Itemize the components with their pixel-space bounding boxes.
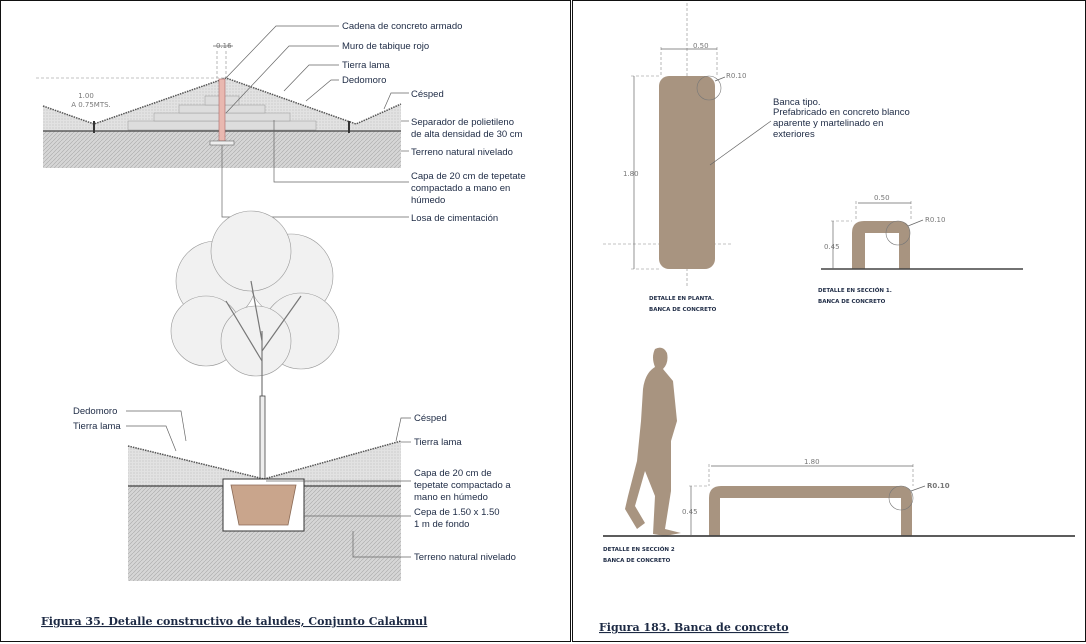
figure-caption: Figura 35. Detalle constructivo de talud… — [41, 615, 427, 628]
dim-radius: R0.10 — [726, 72, 746, 80]
section1-label-1: DETALLE EN SECCIÓN 1. — [818, 287, 892, 294]
talud-labels: Cadena de concreto armado Muro de tabiqu… — [342, 21, 526, 224]
bench-section-1: 0.50 0.45 R0.10 DETALLE EN SECCIÓN 1. BA… — [818, 194, 1023, 305]
label-capa-1: Capa de 20 cm de tepetate — [411, 171, 526, 182]
bench-plan: 0.50 1.80 R0.10 Banca tipo. Prefabricado… — [603, 3, 910, 313]
label-muro: Muro de tabique rojo — [342, 41, 429, 52]
note-1: Banca tipo. — [773, 97, 821, 108]
dim-height: 1.00 — [78, 92, 94, 100]
label-separador-1: Separador de polietileno — [411, 117, 514, 128]
label-cesped: Césped — [414, 413, 447, 424]
label-separador-2: de alta densidad de 30 cm — [411, 129, 523, 140]
label-losa: Losa de cimentación — [411, 213, 498, 224]
tree-section — [127, 210, 402, 581]
label-capa-1: Capa de 20 cm de — [414, 468, 492, 479]
dim-width: 0.50 — [693, 42, 709, 50]
section1-label-2: BANCA DE CONCRETO — [818, 299, 886, 305]
label-tierra-lama-left: Tierra lama — [73, 421, 121, 432]
label-tierra-lama-right: Tierra lama — [414, 437, 462, 448]
label-dedomoro: Dedomoro — [73, 406, 117, 417]
banca-drawing: 0.50 1.80 R0.10 Banca tipo. Prefabricado… — [599, 3, 1075, 634]
bench-section-2: 1.80 0.45 R0.10 DETALLE EN SECCIÓN 2 BAN… — [603, 347, 1075, 564]
label-capa-2: tepetate compactado a — [414, 480, 511, 491]
label-cesped: Césped — [411, 89, 444, 100]
taludes-drawing: 0.16 1.00 A 0.75MTS. Cadena de concreto … — [36, 21, 526, 628]
dim-height-note: A 0.75MTS. — [71, 101, 111, 109]
tree-crown — [170, 210, 340, 377]
note-3: aparente y martelinado en — [773, 118, 883, 129]
tree-labels: Dedomoro Tierra lama Césped Tierra lama … — [73, 406, 516, 563]
figure-35-panel: 0.16 1.00 A 0.75MTS. Cadena de concreto … — [0, 0, 571, 642]
note-4: exteriores — [773, 129, 815, 140]
label-terreno: Terreno natural nivelado — [414, 552, 516, 563]
label-cepa-1: Cepa de 1.50 x 1.50 — [414, 507, 500, 518]
label-dedomoro: Dedomoro — [342, 75, 386, 86]
person-silhouette — [625, 347, 681, 536]
tree-leaders — [126, 410, 411, 558]
label-tierra-lama: Tierra lama — [342, 60, 390, 71]
dim-height: 0.45 — [682, 508, 698, 516]
section2-label-2: BANCA DE CONCRETO — [603, 558, 671, 564]
label-capa-3: húmedo — [411, 195, 445, 206]
talud-leaders — [221, 25, 409, 218]
label-capa-3: mano en húmedo — [414, 492, 488, 503]
plan-label-2: BANCA DE CONCRETO — [649, 307, 717, 313]
label-capa-2: compactado a mano en — [411, 183, 510, 194]
section2-label-1: DETALLE EN SECCIÓN 2 — [603, 546, 675, 553]
note-2: Prefabricado en concreto blanco — [773, 107, 910, 118]
dim-length: 1.80 — [623, 170, 639, 178]
talud-section: 0.16 1.00 A 0.75MTS. — [36, 42, 402, 168]
plan-label-1: DETALLE EN PLANTA. — [649, 296, 714, 302]
label-cadena: Cadena de concreto armado — [342, 21, 462, 32]
figure-183-panel: 0.50 1.80 R0.10 Banca tipo. Prefabricado… — [572, 0, 1086, 642]
dim-radius: R0.10 — [927, 482, 950, 490]
dim-radius: R0.10 — [925, 216, 945, 224]
dim-width: 0.50 — [874, 194, 890, 202]
dim-width: 0.16 — [216, 42, 232, 50]
figure-caption: Figura 183. Banca de concreto — [599, 621, 789, 634]
dim-length: 1.80 — [804, 458, 820, 466]
label-cepa-2: 1 m de fondo — [414, 519, 469, 530]
dim-height: 0.45 — [824, 243, 840, 251]
label-terreno: Terreno natural nivelado — [411, 147, 513, 158]
